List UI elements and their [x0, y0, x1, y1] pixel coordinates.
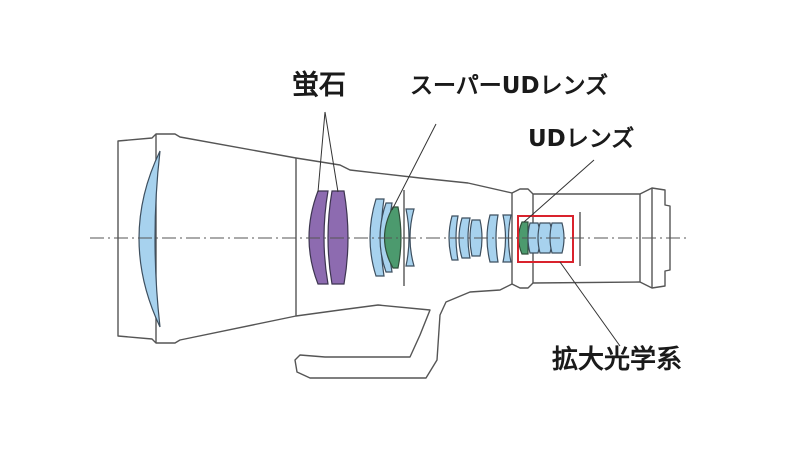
label-magnifier-optics: 拡大光学系: [552, 345, 683, 375]
leader-magnifier: [559, 261, 621, 347]
front-element: [138, 150, 161, 328]
label-fluorite: 蛍石: [292, 70, 346, 101]
leader-fluorite-2: [324, 111, 339, 193]
magnifier-highlight-box: [517, 215, 574, 263]
barrel-outline: [117, 133, 671, 379]
label-super-ud-lens: スーパーUDレンズ: [410, 73, 609, 99]
label-ud-lens: UDレンズ: [528, 126, 635, 152]
rear-element-2: [458, 217, 471, 259]
leader-ud: [523, 159, 595, 223]
super-ud-element: [384, 206, 402, 269]
leader-super-ud: [391, 123, 437, 211]
leader-fluorite-1: [317, 111, 326, 193]
